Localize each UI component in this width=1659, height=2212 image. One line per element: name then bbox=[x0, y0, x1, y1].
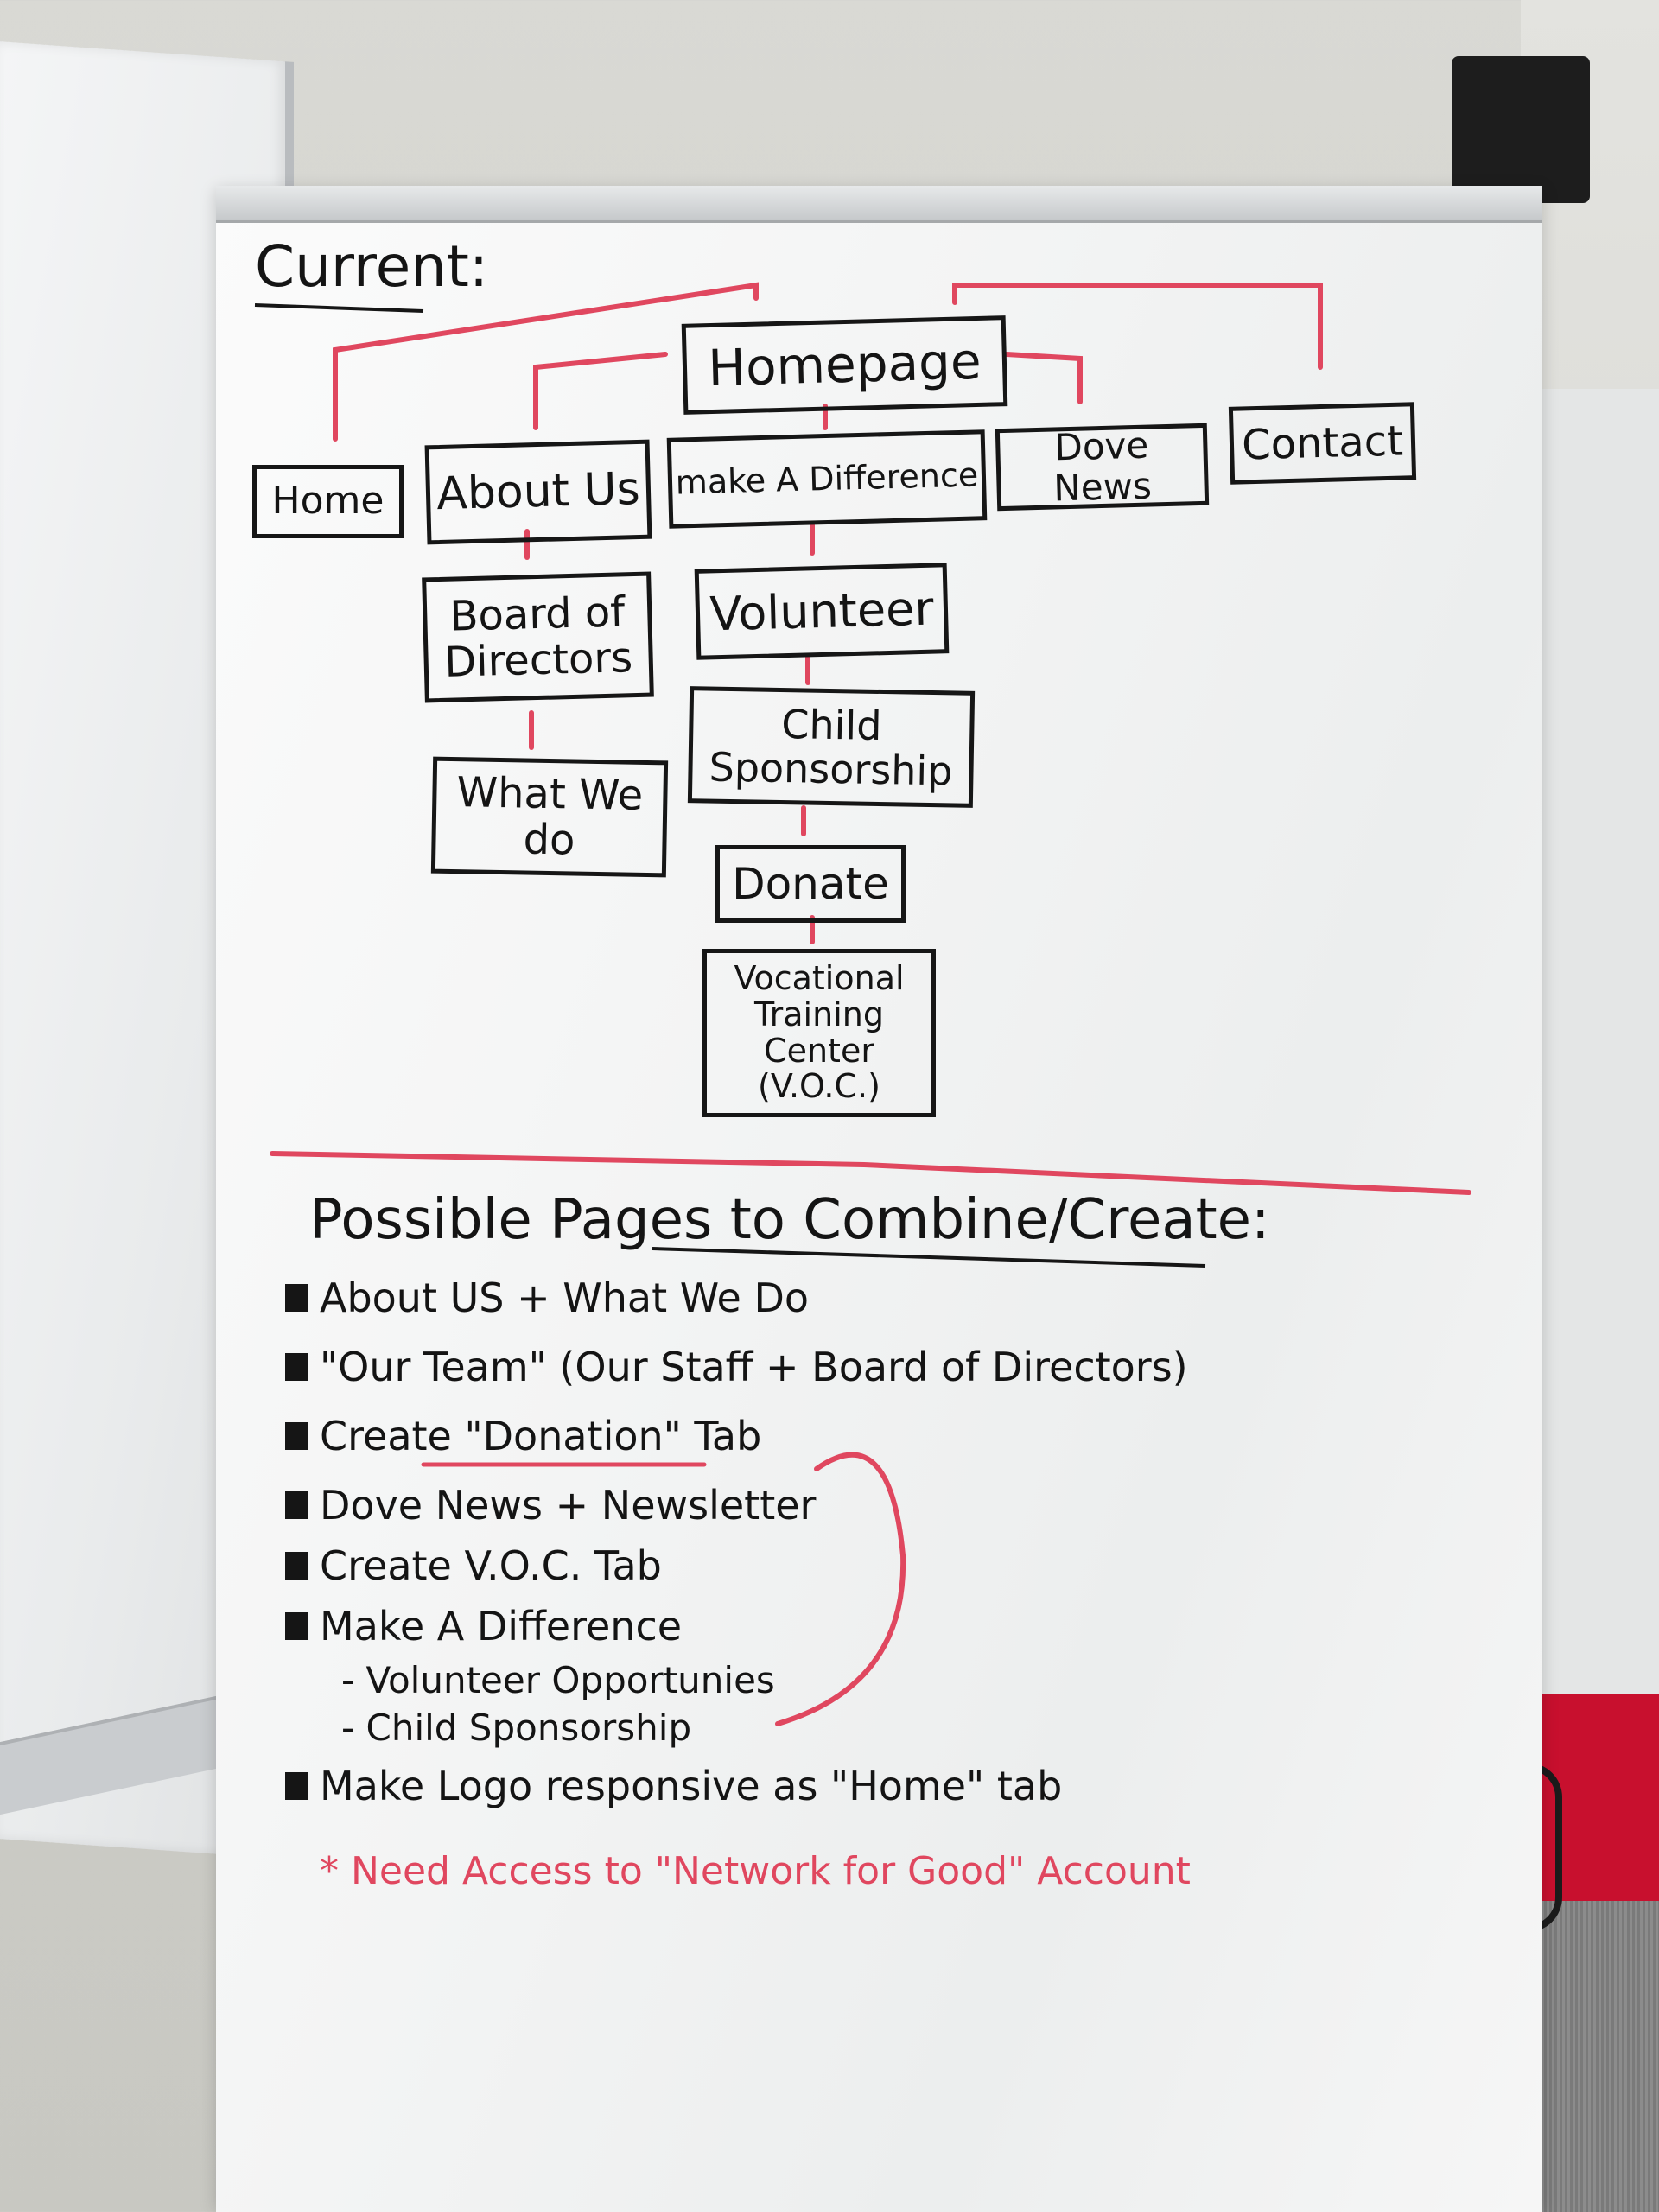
sitemap-voc-box: Vocational Training Center (V.O.C.) bbox=[702, 949, 936, 1117]
list-item: Make A Difference bbox=[285, 1603, 682, 1649]
list-item: Create "Donation" Tab bbox=[285, 1413, 761, 1459]
sitemap-contact-label: Contact bbox=[1241, 416, 1404, 470]
sub-item-volunteer: - Volunteer Opportunies bbox=[341, 1659, 775, 1701]
sitemap-what-we-do-label: What We do bbox=[456, 767, 644, 865]
sitemap-difference-box: make A Difference bbox=[666, 429, 988, 529]
sitemap-what-we-do-box: What We do bbox=[430, 756, 669, 878]
glass-door-frame bbox=[1529, 389, 1659, 1745]
bullet-icon bbox=[285, 1284, 308, 1312]
list-item: Make Logo responsive as "Home" tab bbox=[285, 1763, 1062, 1809]
sitemap-difference-label: make A Difference bbox=[675, 455, 979, 502]
bullet-icon bbox=[285, 1552, 308, 1580]
sitemap-board-box: Board of Directors bbox=[422, 571, 654, 703]
whiteboard bbox=[216, 190, 1542, 2212]
homepage-label: Homepage bbox=[707, 331, 982, 397]
section-title: Possible Pages to Combine/Create: bbox=[309, 1188, 1270, 1252]
list-item: About US + What We Do bbox=[285, 1274, 809, 1321]
sitemap-dove-news-box: Dove News bbox=[995, 423, 1210, 512]
bullet-icon bbox=[285, 1772, 308, 1800]
homepage-box: Homepage bbox=[681, 315, 1008, 415]
whiteboard-frame-top bbox=[216, 186, 1542, 223]
list-item-text: Create "Donation" Tab bbox=[320, 1413, 762, 1459]
bullet-icon bbox=[285, 1612, 308, 1640]
sitemap-home-label: Home bbox=[271, 479, 385, 524]
sitemap-volunteer-label: Volunteer bbox=[709, 581, 935, 642]
list-item: "Our Team" (Our Staff + Board of Directo… bbox=[285, 1344, 1188, 1390]
sitemap-about-label: About Us bbox=[435, 462, 641, 520]
sitemap-volunteer-box: Volunteer bbox=[694, 563, 950, 660]
sitemap-child-sponsorship-label: Child Sponsorship bbox=[709, 700, 953, 794]
list-item-text: Dove News + Newsletter bbox=[320, 1482, 817, 1529]
sitemap-voc-label: Vocational Training Center (V.O.C.) bbox=[734, 958, 905, 1106]
sitemap-home-box: Home bbox=[252, 465, 404, 538]
list-item-text: About US + What We Do bbox=[320, 1274, 810, 1321]
list-item: Create V.O.C. Tab bbox=[285, 1542, 662, 1589]
list-item-text: Make Logo responsive as "Home" tab bbox=[320, 1763, 1063, 1809]
bullet-icon bbox=[285, 1422, 308, 1450]
wall-speaker bbox=[1452, 56, 1590, 203]
red-note: * Need Access to "Network for Good" Acco… bbox=[320, 1849, 1191, 1893]
sitemap-child-sponsorship-box: Child Sponsorship bbox=[687, 686, 976, 808]
list-item-text: Make A Difference bbox=[320, 1603, 683, 1649]
sitemap-contact-box: Contact bbox=[1228, 402, 1417, 485]
bullet-icon bbox=[285, 1491, 308, 1519]
sitemap-about-box: About Us bbox=[424, 439, 652, 545]
sitemap-dove-news-label: Dove News bbox=[1052, 423, 1153, 509]
sitemap-board-label: Board of Directors bbox=[443, 588, 633, 687]
list-item-text: "Our Team" (Our Staff + Board of Directo… bbox=[320, 1344, 1188, 1390]
sub-item-child-sponsorship: - Child Sponsorship bbox=[341, 1707, 692, 1749]
list-item: Dove News + Newsletter bbox=[285, 1482, 816, 1529]
bullet-icon bbox=[285, 1353, 308, 1381]
sitemap-donate-label: Donate bbox=[732, 858, 889, 909]
list-item-text: Create V.O.C. Tab bbox=[320, 1542, 662, 1589]
current-label: Current: bbox=[255, 233, 489, 300]
sitemap-donate-box: Donate bbox=[715, 845, 906, 923]
